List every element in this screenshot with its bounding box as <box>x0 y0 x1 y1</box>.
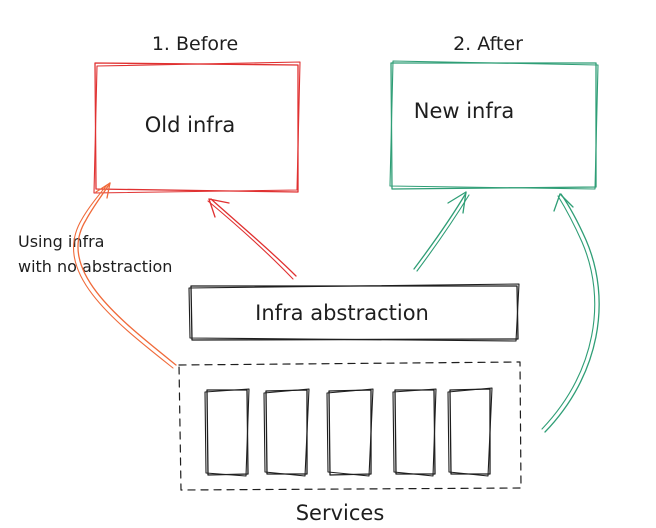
abstraction-to-new-arrow <box>413 191 470 272</box>
direct-use-note-line1: Using infra <box>18 232 104 251</box>
services-label: Services <box>296 501 385 525</box>
direct-usage-arrow <box>73 182 177 369</box>
services-to-new-arrow <box>541 193 600 433</box>
direct-use-note-line2: with no abstraction <box>18 257 172 276</box>
infra-abstraction-label: Infra abstraction <box>255 301 429 325</box>
service-block <box>204 388 250 477</box>
old-infra-box <box>93 61 301 194</box>
after-heading: 2. After <box>453 33 523 55</box>
new-infra-box <box>389 60 599 190</box>
abstraction-to-old-arrow <box>207 198 297 280</box>
service-block <box>447 387 493 477</box>
old-infra-label: Old infra <box>145 113 235 137</box>
service-block <box>392 388 437 477</box>
new-infra-label: New infra <box>414 99 515 123</box>
service-block <box>263 388 310 477</box>
service-block <box>326 388 374 477</box>
before-heading: 1. Before <box>152 33 238 55</box>
infra-abstraction-box <box>188 283 520 342</box>
services-container <box>178 361 522 491</box>
